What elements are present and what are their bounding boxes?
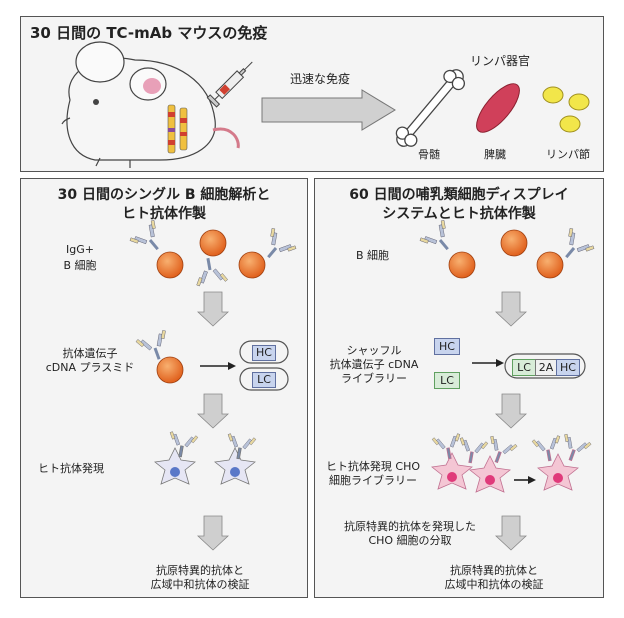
shuffle-label-line3: ライブラリー [341,372,407,385]
antibody-gene-label-line1: 抗体遺伝子 [62,347,118,360]
human-antibody-expression-label: ヒト抗体発現 [38,462,104,475]
rapid-immunization-label: 迅速な免疫 [290,72,351,86]
left-hc-box: HC [252,345,276,361]
left-final-label-line1: 抗原特異的抗体と [156,564,244,577]
right-shuffle-arrow [472,359,504,367]
cho-library-label-line1: ヒト抗体発現 CHO [325,460,421,473]
shuffle-label-line2: 抗体遺伝子 cDNA [329,358,419,371]
right-b-cells [418,218,596,279]
right-final-label-line1: 抗原特異的抗体と [450,564,538,577]
rapid-immunization-arrow [261,89,396,131]
top-title: 30 日間の TC-mAb マウスの免疫 [30,24,268,42]
construct-lc: LC [512,359,536,376]
left-final-label-line2: 広域中和抗体の検証 [150,578,250,591]
organ-label-spleen: 脾臓 [484,148,506,161]
human-chromosome-icon [167,104,188,154]
igg-b-cell-label-line1: IgG+ [66,243,94,256]
right-hc-box: HC [434,338,460,355]
organ-label-lymph-node: リンパ節 [546,148,590,161]
shuffle-label-line1: シャッフル [346,344,402,357]
left-plasmid-arrow [200,362,236,370]
left-b-cells [128,218,298,287]
left-plasmid-b-cell [135,329,184,384]
right-panel-title-line1: 60 日間の哺乳類細胞ディスプレイ [349,187,569,203]
spleen-icon [476,83,520,133]
right-panel-title-line2: システムとヒト抗体作製 [382,206,536,222]
left-lc-box: LC [252,372,276,388]
right-final-label-line2: 広域中和抗体の検証 [444,578,544,591]
cho-sort-label-line1: 抗原特異的抗体を発現した [344,520,476,533]
right-step-arrows [494,291,528,551]
organ-label-bone-marrow: 骨髄 [418,148,440,161]
right-b-cell-label: B 細胞 [356,249,390,262]
left-panel-title-line1: 30 日間のシングル B 細胞解析と [57,187,271,203]
right-cho-cells [431,432,593,493]
lymph-node-icon [542,86,590,133]
cho-sort-label-line2: CHO 細胞の分取 [368,534,452,547]
left-expressing-cells [154,430,257,485]
right-lc-box: LC [434,372,460,389]
syringe-icon [206,61,253,108]
right-sort-arrow [514,476,536,484]
igg-b-cell-label-line2: B 細胞 [63,259,97,272]
left-plasmids [239,340,289,391]
antibody-gene-label-line2: cDNA プラスミド [45,361,135,374]
bone-icon [395,69,466,147]
single-b-cell-panel [20,178,308,598]
cho-library-label-line2: 細胞ライブラリー [329,474,417,487]
left-panel-title-line2: ヒト抗体作製 [122,206,206,222]
lymphoid-organs-title: リンパ器官 [470,54,531,68]
mouse-illustration [61,41,240,168]
construct-2a: 2A [535,359,557,376]
left-step-arrows [196,291,230,551]
right-construct-plasmid [504,353,586,379]
construct-hc: HC [556,359,580,376]
